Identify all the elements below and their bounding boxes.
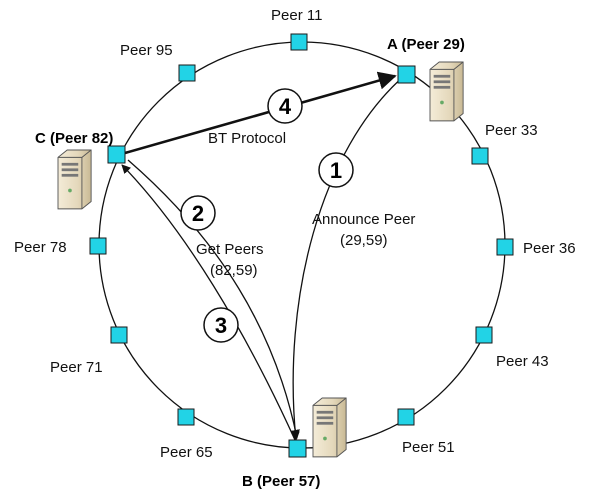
peer-65-label: Peer 65 xyxy=(160,444,213,461)
peers-response-arrow xyxy=(121,164,296,441)
peer-33-label: Peer 33 xyxy=(485,122,538,139)
peer-71-label: Peer 71 xyxy=(50,359,103,376)
peer-43-label: Peer 43 xyxy=(496,353,549,370)
step-3-number: 3 xyxy=(215,313,227,338)
announce-peer-args: (29,59) xyxy=(340,232,388,249)
step-1-badge: 1 xyxy=(318,152,354,188)
announce-peer-label: Announce Peer xyxy=(312,211,415,228)
step-3-badge: 3 xyxy=(203,307,239,343)
server-icon xyxy=(57,149,92,210)
peer-78-node xyxy=(89,237,107,255)
bt-protocol-arrow xyxy=(124,71,397,155)
get-peers-args: (82,59) xyxy=(210,262,258,279)
step-1-number: 1 xyxy=(330,158,342,183)
peer-c-node xyxy=(107,145,126,164)
step-4-number: 4 xyxy=(279,94,292,119)
peer-36-node xyxy=(496,238,514,256)
announce-peer-arrow xyxy=(290,75,405,441)
step-4-badge: 4 xyxy=(267,88,303,124)
peer-11-label: Peer 11 xyxy=(271,7,322,24)
peer-b-node xyxy=(288,439,307,458)
peer-c-label: C (Peer 82) xyxy=(35,130,113,147)
peer-95-label: Peer 95 xyxy=(120,42,173,59)
peer-b-label: B (Peer 57) xyxy=(242,473,320,489)
bt-protocol-label: BT Protocol xyxy=(208,130,286,147)
peer-51-label: Peer 51 xyxy=(402,439,455,456)
peer-51-node xyxy=(397,408,415,426)
server-icon xyxy=(429,61,464,122)
server-icon xyxy=(312,397,347,458)
peer-a-node xyxy=(397,65,416,84)
peer-11-node xyxy=(290,33,308,51)
step-2-badge: 2 xyxy=(180,195,216,231)
peer-71-node xyxy=(110,326,128,344)
peer-95-node xyxy=(178,64,196,82)
step-2-number: 2 xyxy=(192,201,204,226)
peer-43-node xyxy=(475,326,493,344)
peer-36-label: Peer 36 xyxy=(523,240,576,257)
peer-65-node xyxy=(177,408,195,426)
peer-78-label: Peer 78 xyxy=(14,239,67,256)
peer-a-label: A (Peer 29) xyxy=(387,36,465,53)
get-peers-arrow xyxy=(127,159,300,439)
get-peers-label: Get Peers xyxy=(196,241,264,258)
peer-33-node xyxy=(471,147,489,165)
